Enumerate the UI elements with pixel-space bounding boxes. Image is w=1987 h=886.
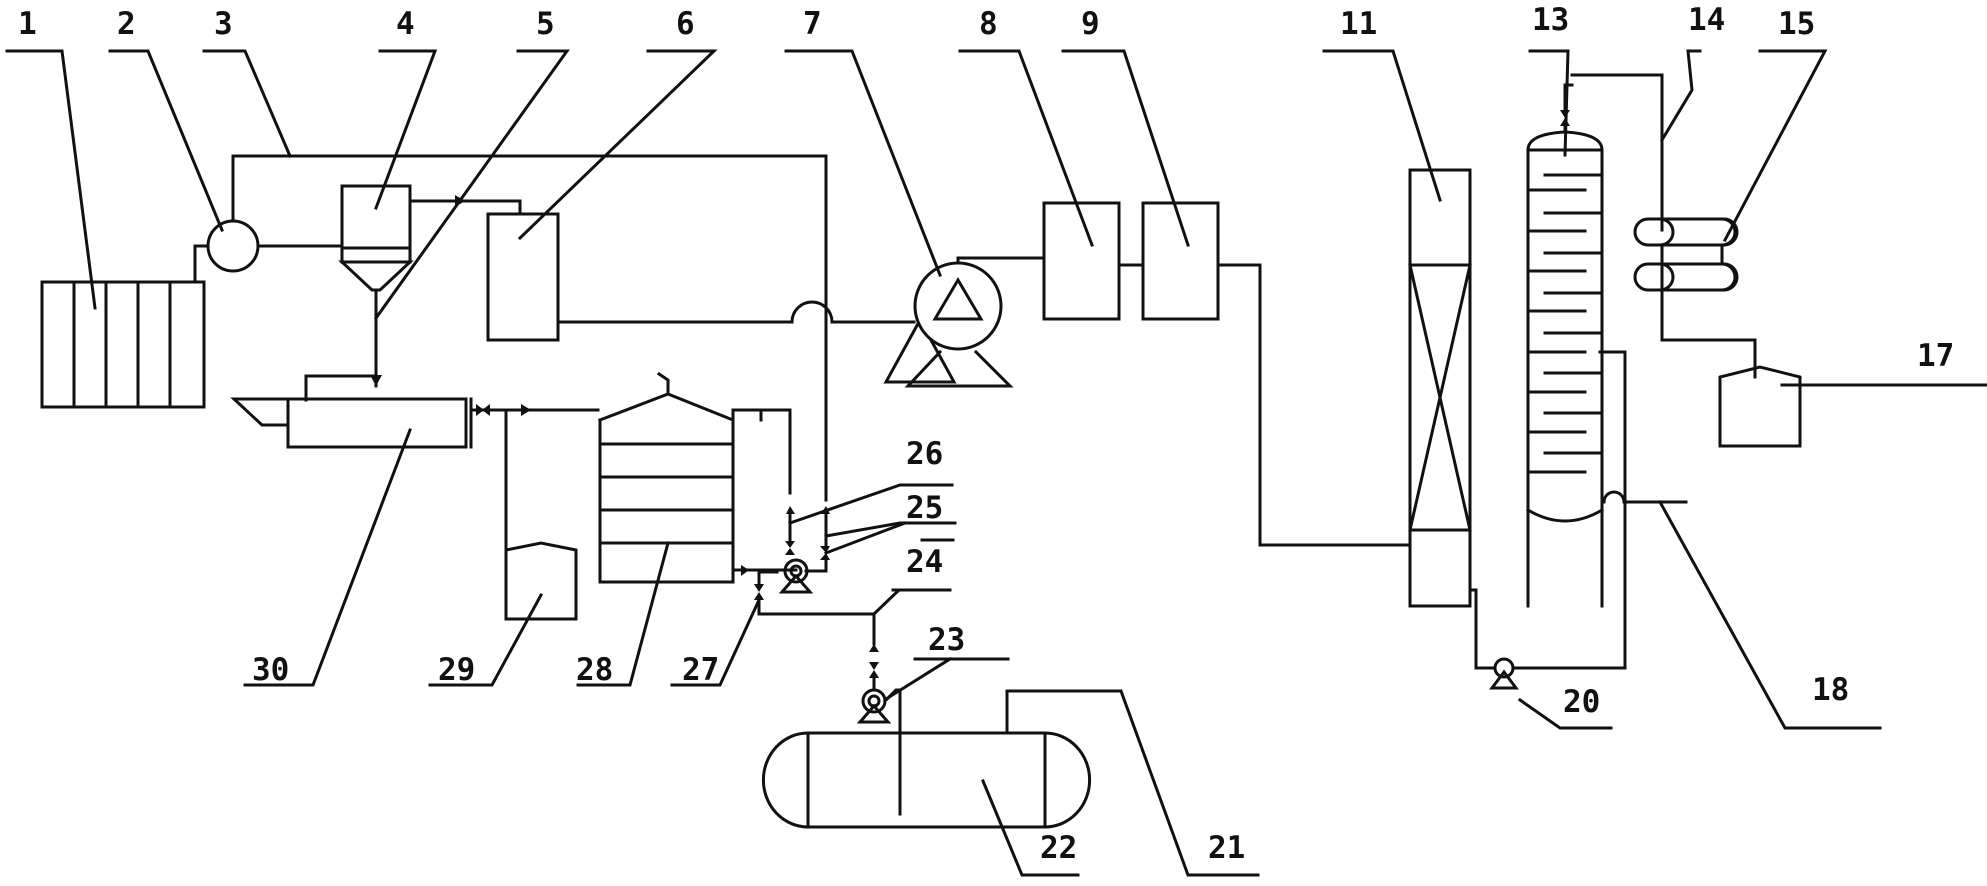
label-17: 17 [1917,338,1954,374]
label-23: 23 [928,622,965,658]
component-15-condenser [1633,217,1739,292]
label-22: 22 [1040,830,1077,866]
label-13: 13 [1532,2,1569,38]
component-4-cyclone [338,184,522,386]
label-28: 28 [576,652,613,688]
label-25: 25 [906,490,943,526]
component-28-settler [598,371,798,584]
valve-27 [754,570,876,616]
label-15: 15 [1778,6,1815,42]
component-1-plate-unit [40,280,206,409]
line-3-return-pipe [231,154,828,502]
label-1: 1 [18,6,37,42]
label-6: 6 [676,6,695,42]
component-22-horizontal-tank [761,689,1121,829]
label-14: 14 [1688,2,1725,38]
labels: 1 2 3 4 5 6 7 8 9 11 13 14 15 17 18 20 2… [18,2,1954,866]
component-23-pump [856,688,902,816]
label-29: 29 [438,652,475,688]
label-8: 8 [979,6,998,42]
label-27: 27 [682,652,719,688]
label-26: 26 [906,436,943,472]
label-11: 11 [1340,6,1377,42]
label-2: 2 [117,6,136,42]
label-9: 9 [1081,6,1100,42]
component-20-pump [1489,350,1627,690]
pump-beneath-valves [778,558,814,594]
label-4: 4 [396,6,415,42]
component-29-tank [504,541,578,621]
component-30-conveyor [230,374,600,552]
label-5: 5 [536,6,555,42]
component-13-column [1525,73,1757,608]
label-18: 18 [1812,672,1849,708]
valve-cluster-25-26 [785,506,830,573]
component-7-blower [790,256,1046,388]
component-9-box [1141,201,1412,547]
component-6-tank [486,212,794,342]
component-8-box [1042,201,1145,321]
label-7: 7 [803,6,822,42]
label-3: 3 [214,6,233,42]
component-17-tank [1718,365,1802,448]
label-30: 30 [252,652,289,688]
leader-lines [5,49,1987,877]
label-24: 24 [906,544,943,580]
label-20: 20 [1563,684,1600,720]
label-21: 21 [1208,830,1245,866]
component-2-fan [193,219,344,284]
line-18-outlet [1600,490,1688,504]
component-11-packed-column [1408,168,1497,670]
